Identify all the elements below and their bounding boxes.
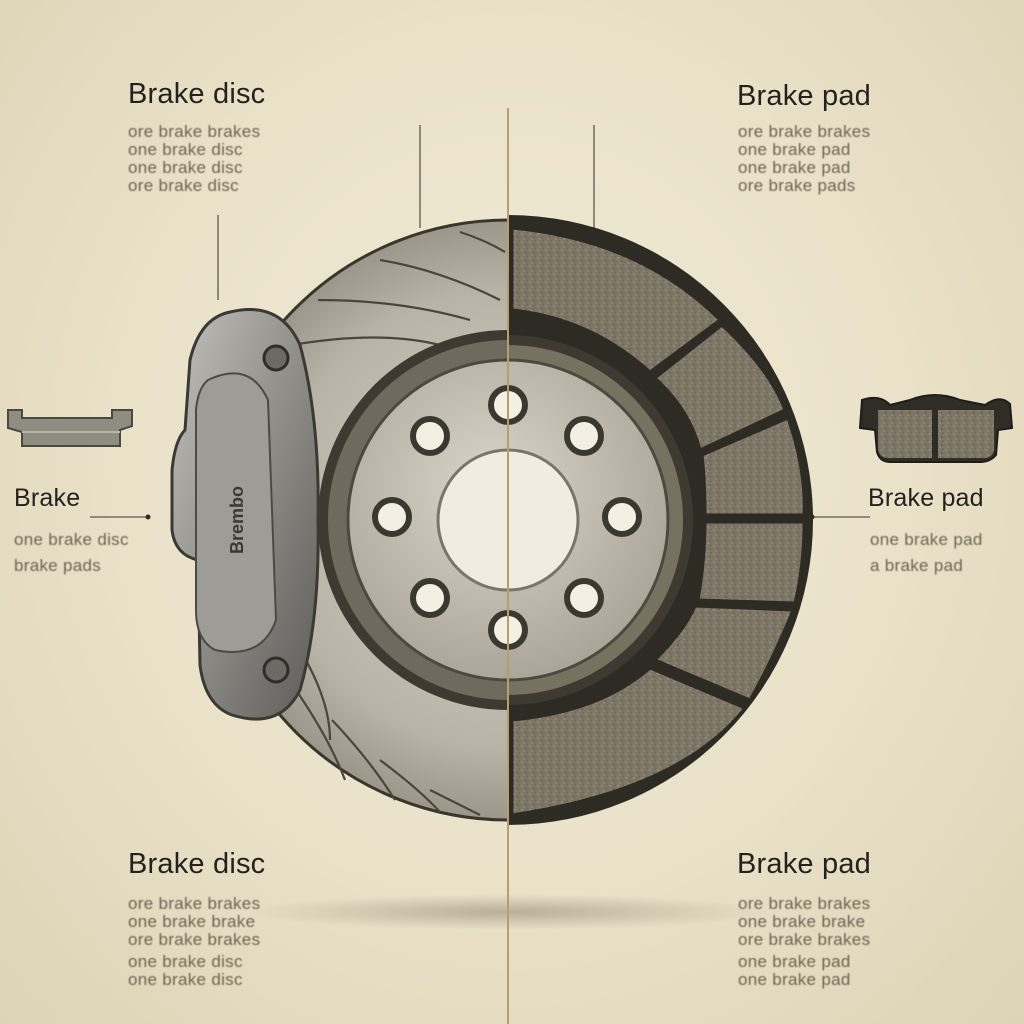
brake-pad-side-icon (7, 409, 133, 447)
leader-lines (90, 125, 870, 518)
mid-right-title: Brake pad (868, 484, 984, 512)
caption-line: one brake pad (738, 140, 851, 159)
top-right-title: Brake pad (737, 80, 871, 112)
caption-line: one brake disc (14, 530, 129, 549)
caption-line: ore brake brakes (128, 894, 261, 913)
caption-line: one brake pad (738, 970, 851, 989)
lug-holes (372, 385, 642, 650)
caption-line: ore brake pads (738, 176, 856, 195)
caption-line: one brake disc (128, 970, 243, 989)
caption-line: one brake pad (870, 530, 983, 549)
caption-line: one brake disc (128, 952, 243, 971)
mid-left-title: Brake (14, 484, 81, 512)
caption-line: ore brake brakes (738, 894, 871, 913)
caption-line: ore brake brakes (738, 930, 871, 949)
caption-line: one brake pad (738, 158, 851, 177)
brake-pad-icon (858, 394, 1014, 463)
caption-line: one brake disc (128, 158, 243, 177)
caption-line: one brake brake (128, 912, 256, 931)
caption-line: ore brake brakes (738, 122, 871, 141)
caption-line: one brake disc (128, 140, 243, 159)
caliper-logo: Brembo (227, 486, 247, 554)
bottom-right-title: Brake pad (737, 848, 871, 880)
caption-line: one brake brake (738, 912, 866, 931)
caption-line: one brake pad (738, 952, 851, 971)
caption-line: brake pads (14, 556, 102, 575)
top-left-title: Brake disc (128, 78, 266, 110)
caption-line: ore brake brakes (128, 122, 261, 141)
caption-line: ore brake disc (128, 176, 239, 195)
brake-caliper: Brembo (170, 307, 320, 721)
leader-dot (145, 514, 151, 520)
caption-line: ore brake brakes (128, 930, 261, 949)
caption-line: a brake pad (870, 556, 964, 575)
bottom-left-title: Brake disc (128, 848, 266, 880)
